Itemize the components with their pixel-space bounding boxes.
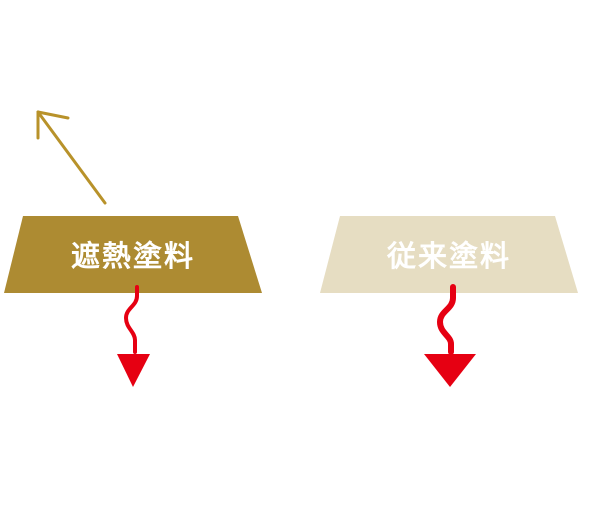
- conventional-paint-panel: 従来塗料: [320, 216, 578, 293]
- small-heat-transfer-arrow-icon: [117, 285, 150, 387]
- conventional-paint-block: [320, 216, 578, 293]
- large-heat-transfer-arrow-icon: [424, 284, 476, 387]
- heat-shield-paint-label: 遮熱塗料: [71, 239, 195, 273]
- reflection-arrow-icon: [36, 110, 107, 205]
- conventional-paint-label: 従来塗料: [386, 239, 511, 273]
- heat-shield-paint-panel: 遮熱塗料: [4, 216, 262, 293]
- heat-shield-paint-block: [4, 216, 262, 293]
